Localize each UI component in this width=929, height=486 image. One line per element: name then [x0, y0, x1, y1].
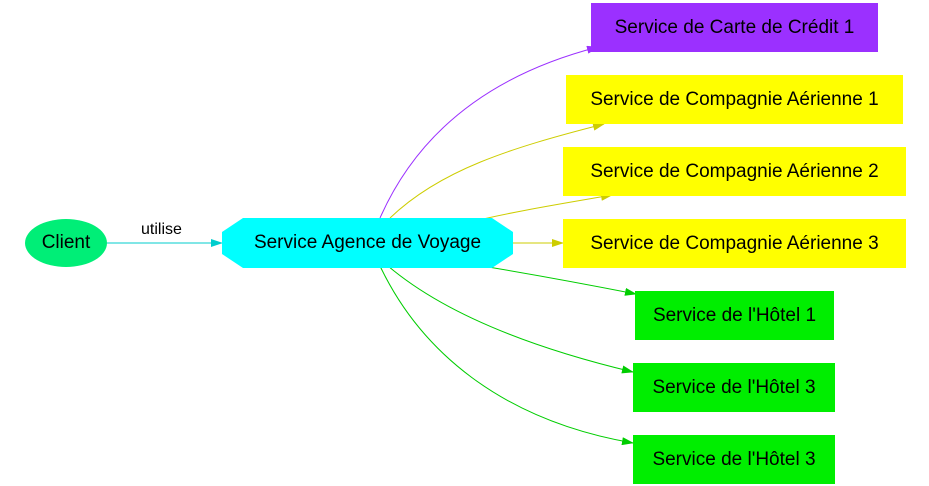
hotel-3-label: Service de l'Hôtel 3	[652, 448, 816, 470]
hotel-3-node-shape	[633, 435, 835, 484]
hotel-1-node-shape	[635, 291, 834, 340]
airline-2-node-shape	[563, 147, 906, 196]
hotel-1-node: Service de l'Hôtel 1	[635, 291, 834, 340]
credit-card-1-node: Service de Carte de Crédit 1	[591, 3, 878, 52]
hotel-2-label: Service de l'Hôtel 3	[652, 376, 816, 398]
hotel-3-node: Service de l'Hôtel 3	[633, 435, 835, 484]
edge-agency-hotel-2	[387, 265, 634, 374]
agency-node-shape	[222, 218, 513, 268]
airline-3-node: Service de Compagnie Aérienne 3	[563, 219, 906, 268]
airline-2-label: Service de Compagnie Aérienne 2	[590, 160, 879, 182]
agency-label: Service Agence de Voyage	[253, 232, 482, 253]
edge-agency-airline-1	[389, 122, 605, 219]
hotel-2-node: Service de l'Hôtel 3	[633, 363, 835, 412]
edge-agency-hotel-3	[379, 265, 634, 446]
credit-card-1-label: Service de Carte de Crédit 1	[614, 16, 855, 38]
edge-client-agency-label: utilise	[141, 221, 182, 238]
airline-2-node: Service de Compagnie Aérienne 2	[563, 147, 906, 196]
airline-1-node: Service de Compagnie Aérienne 1	[566, 75, 903, 124]
client-label: Client	[41, 232, 91, 253]
airline-3-label: Service de Compagnie Aérienne 3	[590, 232, 879, 254]
agency-node: Service Agence de Voyage	[222, 218, 513, 268]
hotel-1-label: Service de l'Hôtel 1	[652, 304, 817, 326]
hotel-2-node-shape	[633, 363, 835, 412]
client-node-shape	[25, 219, 107, 267]
edge-agency-credit-card-1	[379, 45, 599, 219]
airline-3-node-shape	[563, 219, 906, 268]
airline-1-node-shape	[566, 75, 903, 124]
credit-card-1-node-shape	[591, 3, 878, 52]
airline-1-label: Service de Compagnie Aérienne 1	[590, 88, 879, 110]
client-node: Client	[25, 219, 107, 267]
